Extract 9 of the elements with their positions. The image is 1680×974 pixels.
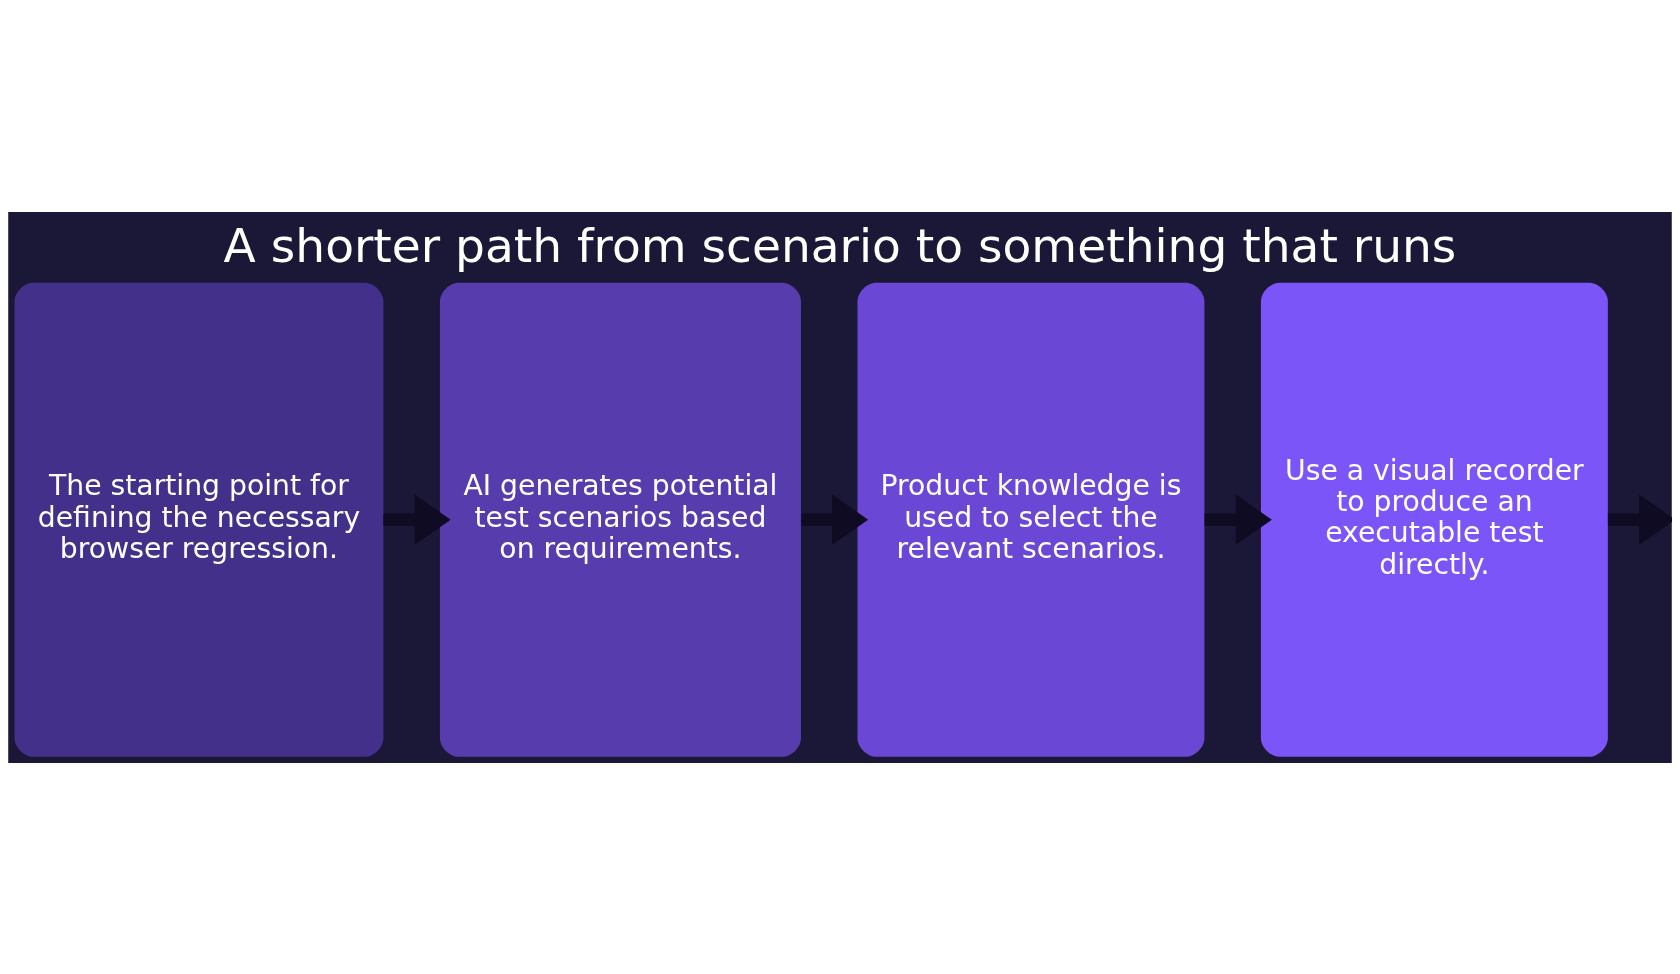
node-box: Product knowledge is used to select the relevant scenarios. [857, 282, 1205, 757]
arrow [383, 493, 451, 545]
node-box: Use a visual recorder to produce an executable test directly. [1260, 282, 1608, 757]
diagram-title: A shorter path from scenario to something that runs [223, 217, 1457, 273]
node-box: The starting point for defining the necessary browser regression. [14, 282, 384, 757]
arrow [1204, 493, 1272, 545]
arrow [1607, 493, 1672, 545]
arrow [801, 493, 869, 545]
node-box: AI generates potential test scenarios based on requirements. [439, 282, 801, 757]
